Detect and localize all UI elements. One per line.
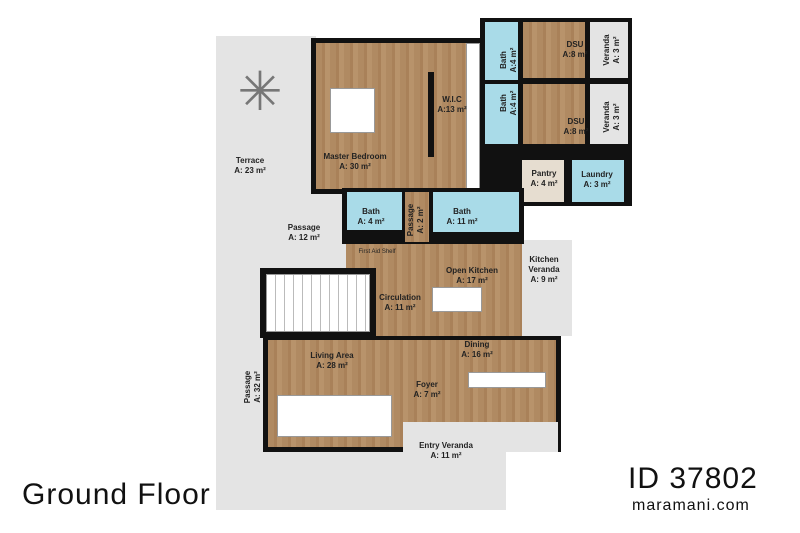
- plan-id: ID 37802: [628, 462, 758, 495]
- dsu-1-floor: [523, 22, 585, 78]
- bath-small-floor: [347, 192, 402, 230]
- room-area: A: 28 m²: [316, 361, 348, 370]
- kitchen-veranda-paving: [522, 240, 572, 336]
- pantry-floor: [522, 160, 564, 202]
- kitchen-island: [432, 287, 482, 312]
- room-area: A: 9 m²: [530, 275, 558, 284]
- room-area: A: 3 m²: [583, 180, 611, 189]
- room-area: A: 11 m²: [384, 303, 416, 312]
- room-name: Pantry: [531, 169, 557, 178]
- room-name: Bath: [499, 51, 508, 69]
- plan-title: Ground Floor: [22, 478, 211, 511]
- entry-cutout: [403, 422, 558, 452]
- room-area: A:13 m²: [437, 105, 467, 114]
- bath-1-floor: [485, 22, 518, 80]
- room-area: A: 3 m²: [612, 36, 621, 64]
- room-name: Passage: [287, 223, 321, 232]
- room-name: Veranda: [602, 34, 611, 66]
- room-area: A: 32 m²: [253, 371, 262, 403]
- wic-partition: [428, 72, 434, 157]
- room-area: A:8 m²: [562, 50, 588, 59]
- room-name: Terrace: [235, 156, 265, 165]
- first-aid-shelf-label: First Aid Shelf: [358, 249, 396, 255]
- room-area: A: 3 m²: [612, 103, 621, 131]
- room-area: A: 2 m²: [416, 206, 425, 234]
- room-name: Bath: [453, 207, 471, 216]
- staircase: [266, 274, 370, 332]
- room-area: A: 11 m²: [430, 451, 462, 460]
- room-area: A: 7 m²: [413, 390, 441, 399]
- room-name: Circulation: [379, 293, 421, 302]
- dsu-2-floor: [523, 84, 585, 144]
- veranda-1-floor: [590, 22, 628, 78]
- room-area: A: 4 m²: [530, 179, 558, 188]
- veranda-2-floor: [590, 84, 628, 144]
- room-name: Passage: [406, 203, 415, 237]
- room-area: A: 17 m²: [456, 276, 488, 285]
- room-name: DSU: [567, 117, 585, 126]
- room-name: DSU: [566, 40, 584, 49]
- room-name: Passage: [243, 370, 252, 404]
- room-area: A: 11 m²: [446, 217, 478, 226]
- room-name: Bath: [499, 94, 508, 112]
- room-name: Foyer: [416, 380, 438, 389]
- room-area: A:4 m²: [509, 90, 518, 116]
- room-name: Veranda: [602, 101, 611, 133]
- bed: [330, 88, 375, 133]
- room-area: A: 12 m²: [288, 233, 320, 242]
- room-name: Dining: [464, 340, 490, 349]
- laundry-floor: [572, 160, 624, 202]
- passage-paving: [316, 190, 346, 270]
- room-name: Master Bedroom: [323, 152, 387, 161]
- room-name: Living Area: [310, 351, 354, 360]
- closet: [466, 43, 480, 189]
- room-name: Laundry: [581, 170, 613, 179]
- room-name: W.I.C: [442, 95, 462, 104]
- room-area: A:8 m²: [563, 127, 589, 136]
- room-area: A:4 m²: [509, 47, 518, 73]
- website-link[interactable]: maramani.com: [632, 497, 750, 514]
- bath-large-floor: [433, 192, 519, 232]
- sofa: [277, 395, 392, 437]
- room-name: Entry Veranda: [419, 441, 473, 450]
- room-area: A: 23 m²: [234, 166, 266, 175]
- passage-small-floor: [405, 192, 429, 242]
- dining-table: [468, 372, 546, 388]
- ceiling-fan-icon: ✳: [237, 62, 283, 122]
- room-area: A: 16 m²: [461, 350, 493, 359]
- room-name: Kitchen Veranda: [528, 255, 560, 274]
- bath-2-floor: [485, 84, 518, 144]
- room-name: Bath: [362, 207, 380, 216]
- room-name: Open Kitchen: [445, 266, 499, 275]
- room-area: A: 4 m²: [357, 217, 385, 226]
- room-area: A: 30 m²: [339, 162, 371, 171]
